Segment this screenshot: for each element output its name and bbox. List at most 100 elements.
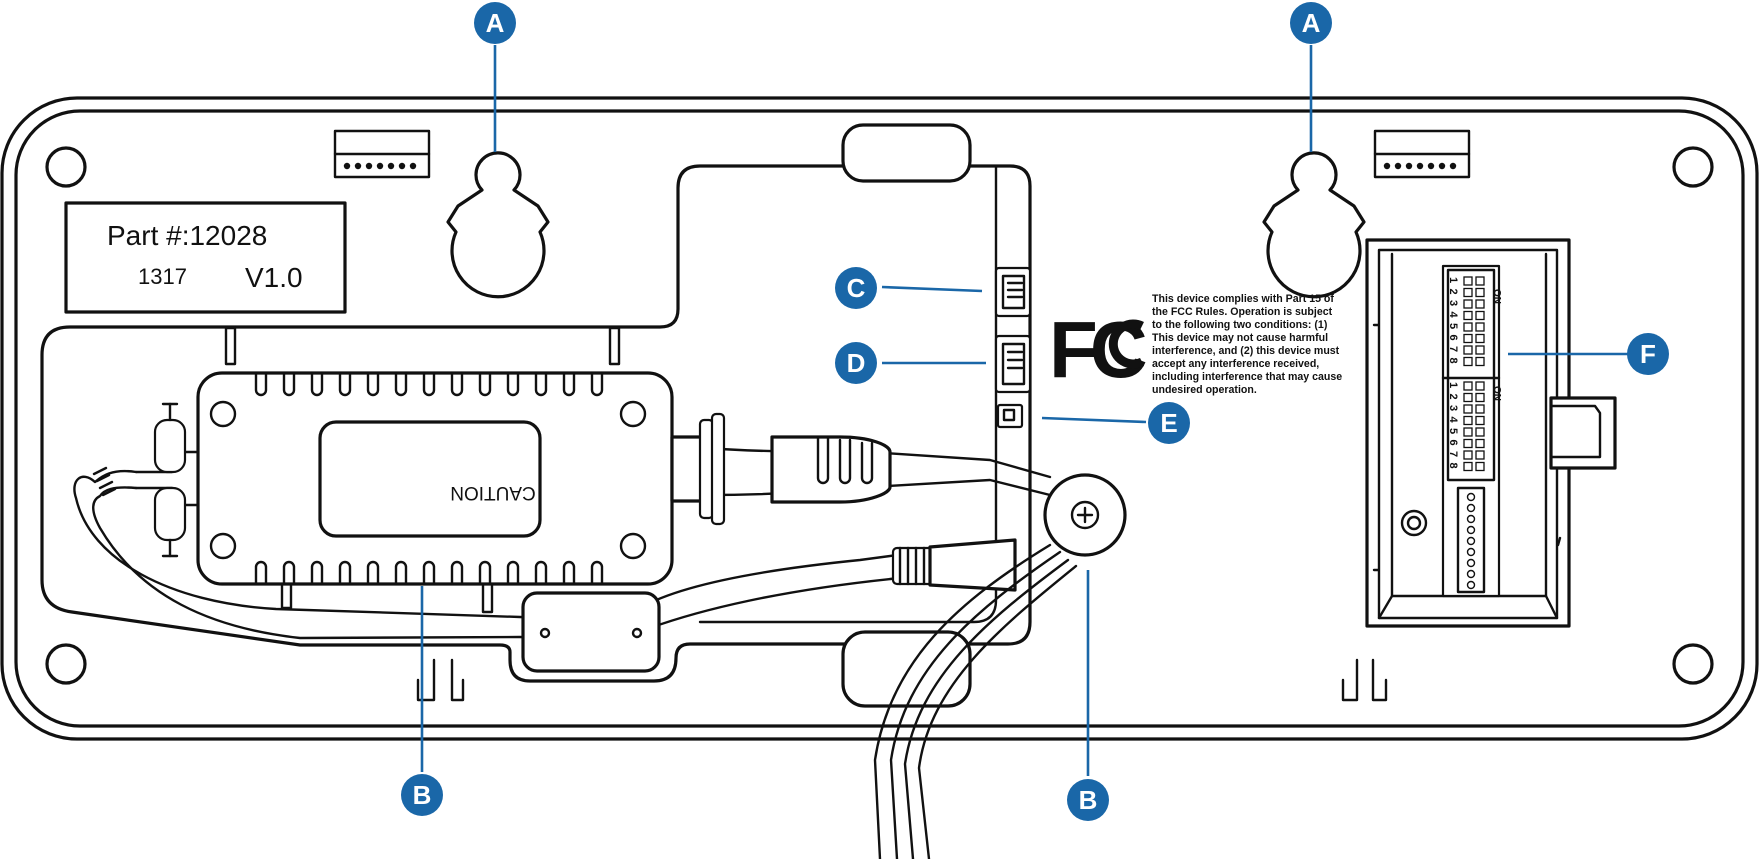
power-cord-left-loop-inner <box>92 486 902 642</box>
rj-jack-d <box>994 334 1032 394</box>
dc-jack-e <box>996 403 1024 429</box>
dip-bank-2-switch <box>1463 461 1473 472</box>
callout-a-left: A <box>474 2 516 44</box>
dip-bank-1-switch-slot <box>1475 287 1485 298</box>
terminal-block-left <box>333 129 431 179</box>
dip-bank-1-number: 5 <box>1447 323 1459 329</box>
terminal-screw <box>1466 580 1476 590</box>
dip-bank-1-number: 1 <box>1447 277 1459 283</box>
corner-screw-holes <box>45 146 1714 685</box>
lower-cable-connector <box>891 538 1017 592</box>
dip-bank-2-switch-slot <box>1475 415 1485 426</box>
dip-bank-1-number: 7 <box>1447 346 1459 352</box>
dip-bank-1-switch <box>1463 333 1473 344</box>
dip-bank-2-number: 6 <box>1447 440 1459 446</box>
dip-bank-2-switch-slot <box>1475 461 1485 472</box>
svg-text:accept any interference receiv: accept any interference received, <box>1152 358 1319 370</box>
output-cable <box>670 412 1052 526</box>
mounting-ribs <box>224 326 1388 702</box>
svg-text:including interference that ma: including interference that may cause <box>1152 371 1342 383</box>
dip-bank-2-number: 5 <box>1447 428 1459 434</box>
bumper-top <box>841 123 972 183</box>
dip-bank-2-switch <box>1463 381 1473 391</box>
dip-bank-2-switch <box>1463 427 1473 437</box>
dip-bank-1-switch-slot <box>1475 276 1485 286</box>
dip-bank-2-switch-slot <box>1475 438 1485 449</box>
power-transformer: CAUTION <box>196 371 674 586</box>
dip-bank-1-switch <box>1463 299 1473 309</box>
terminal-screw <box>1466 569 1476 579</box>
dip-bank-2-number: 8 <box>1447 463 1459 469</box>
bumper-bottom <box>841 630 972 708</box>
dip-bank-2-switch <box>1463 450 1473 460</box>
terminal-block-right <box>1373 129 1471 179</box>
cable-grommet-screw <box>1043 473 1127 557</box>
dip-bank-1-switch <box>1463 322 1473 332</box>
dip-bank-2-switch-slot <box>1475 404 1485 414</box>
part-version-text: V1.0 <box>245 262 303 293</box>
dip-bank-1-number: 3 <box>1447 300 1459 306</box>
dip-bank-1-switch-slot <box>1475 333 1485 344</box>
dip-bank-1-number: 8 <box>1447 358 1459 364</box>
dip-bank-1-switch-slot <box>1475 310 1485 321</box>
dip-bank-1-switch <box>1463 276 1473 286</box>
callout-e: E <box>1148 402 1190 444</box>
dip-bank-2-number: 2 <box>1447 394 1459 400</box>
dip-bank-2-number: 1 <box>1447 382 1459 388</box>
dip-bank-1-switch-slot <box>1475 299 1485 309</box>
terminal-screw <box>1466 492 1476 502</box>
ferrite-bead <box>521 591 661 673</box>
dip-bank-2-number: 3 <box>1447 405 1459 411</box>
power-cord-left-loop <box>73 469 952 622</box>
dip-bank-1-number: 6 <box>1447 335 1459 341</box>
inner-cavity <box>40 164 1032 683</box>
svg-text:ON: ON <box>1491 386 1502 401</box>
terminal-screw <box>1466 558 1476 568</box>
svg-text:undesired operation.: undesired operation. <box>1152 384 1257 396</box>
svg-text:to the following two condition: to the following two conditions: (1) <box>1152 319 1327 331</box>
cord-strain-coils <box>92 466 117 497</box>
dip-bank-1-switch <box>1463 345 1473 355</box>
svg-text:E: E <box>1160 408 1177 438</box>
exit-cable <box>873 543 1078 859</box>
callout-a-right: A <box>1290 2 1332 44</box>
dip-bank-1-on-label: ON <box>1491 289 1502 304</box>
dip-terminal-strip <box>1466 492 1476 590</box>
dip-bank-2-switch <box>1463 392 1473 403</box>
fcc-notice: This device complies with Part 15 of the… <box>1152 293 1342 396</box>
svg-text:B: B <box>1079 785 1098 815</box>
callout-lines <box>420 45 1628 776</box>
dip-bank-2-switch-slot <box>1475 450 1485 460</box>
dip-bank-2-number: 4 <box>1447 417 1459 424</box>
dip-bank-2-switch-slot <box>1475 392 1485 403</box>
dip-bank-1-switch <box>1463 287 1473 298</box>
dip-bank-2-switch <box>1463 438 1473 449</box>
svg-text:F: F <box>1640 339 1656 369</box>
svg-text:B: B <box>413 780 432 810</box>
svg-text:FC: FC <box>1049 305 1146 394</box>
dip-bank-2-switch-slot <box>1475 381 1485 391</box>
part-label: Part #:12028 1317 V1.0 <box>64 201 347 314</box>
terminal-screw <box>1466 547 1476 557</box>
ac-plug-prongs <box>134 402 200 558</box>
rj-jack-c <box>994 266 1032 318</box>
svg-text:A: A <box>486 8 505 38</box>
dip-bank-2-on-label: ON <box>1491 386 1502 401</box>
dip-bank-1-number: 4 <box>1447 312 1459 319</box>
caution-label: CAUTION <box>450 482 536 503</box>
svg-text:interference, and (2) this dev: interference, and (2) this device must <box>1152 345 1340 357</box>
dip-bank-2-switch-slot <box>1475 427 1485 437</box>
part-number-text: Part #:12028 <box>107 220 267 251</box>
callout-d: D <box>835 342 877 384</box>
dip-switch-panel <box>1365 238 1617 628</box>
terminal-screw <box>1466 514 1476 524</box>
svg-text:the FCC Rules. Operation is su: the FCC Rules. Operation is subject <box>1152 306 1333 318</box>
callout-c: C <box>835 267 877 309</box>
callout-b-right: B <box>1067 779 1109 821</box>
dip-bank-2-number: 7 <box>1447 451 1459 457</box>
dip-bank-1-switch-slot <box>1475 322 1485 332</box>
dip-bank-1-switch <box>1463 356 1473 367</box>
terminal-screw <box>1466 525 1476 535</box>
